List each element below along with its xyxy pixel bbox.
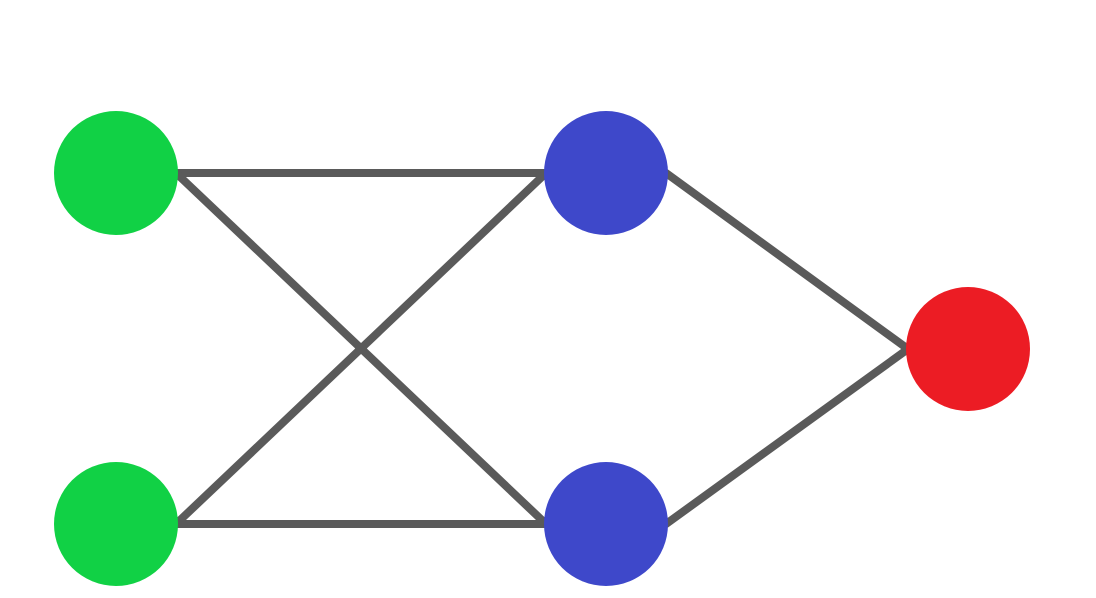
input-node-1 (54, 111, 178, 235)
edge-hidden-2-to-output-1 (662, 345, 912, 528)
hidden-node-1 (544, 111, 668, 235)
edge-input-2-to-hidden-1 (172, 169, 550, 528)
output-node-1 (906, 287, 1030, 411)
edge-hidden-1-to-output-1 (662, 169, 912, 353)
input-node-2 (54, 462, 178, 586)
hidden-node-2 (544, 462, 668, 586)
edges-layer (172, 169, 912, 528)
nodes-layer (54, 111, 1030, 586)
